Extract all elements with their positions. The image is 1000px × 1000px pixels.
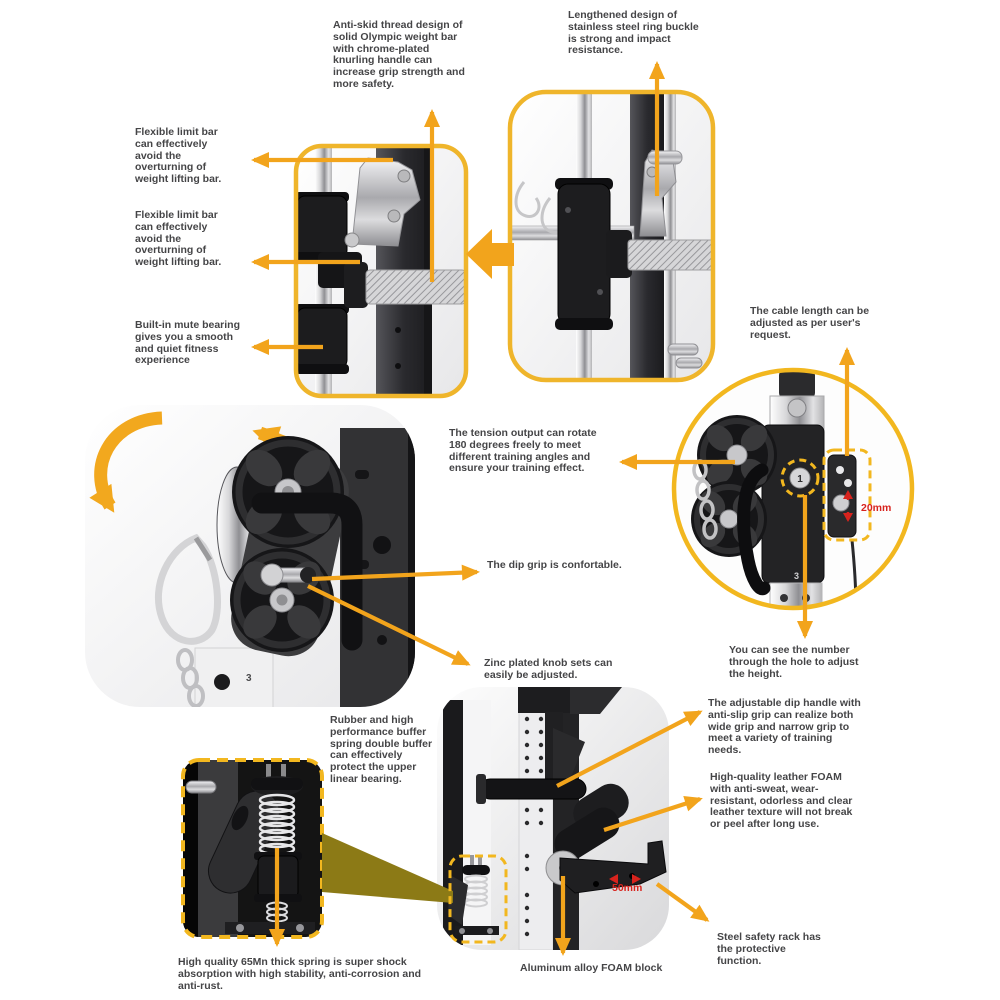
release-handle-icon — [737, 463, 771, 596]
annotation-anti-skid: Anti-skid thread design of solid Olympic… — [333, 19, 465, 90]
bar-collar-icon — [344, 262, 368, 308]
leader-arrows — [251, 61, 855, 956]
annotation-tension-output: The tension output can rotate 180 degree… — [449, 427, 597, 475]
dashed-highlight-mini-spring — [448, 854, 508, 944]
annotation-mute-bearing: Built-in mute bearing gives you a smooth… — [135, 319, 240, 367]
height-dial-knob — [789, 467, 811, 489]
chain-icon — [176, 648, 205, 707]
circle-panel-border — [671, 367, 915, 611]
panel-pulley-carriage: 3 — [85, 405, 415, 707]
carabiner-icon — [154, 533, 221, 645]
panel-dip-handle-rack — [437, 687, 669, 950]
dial-number-label: 1 — [797, 474, 803, 485]
leader-leather-foam — [603, 795, 703, 832]
mute-bearing-sleeve-icon — [296, 307, 348, 369]
annotation-safety-rack: Steel safety rack has the protective fun… — [717, 931, 821, 967]
annotation-dip-grip: The dip grip is confortable. — [487, 559, 622, 571]
knurled-bar-icon — [365, 269, 466, 305]
ring-buckle-clip-icon — [514, 181, 541, 218]
panel-shock-spring — [181, 758, 324, 939]
annotation-buffer-spring: Rubber and high performance buffer sprin… — [330, 714, 433, 785]
chain-icon — [692, 459, 718, 540]
adjustable-dip-handle-icon — [479, 778, 587, 800]
annotation-lengthened-buckle: Lengthened design of stainless steel rin… — [568, 9, 699, 57]
annotation-adjustable-dip: The adjustable dip handle with anti-slip… — [708, 697, 861, 756]
pulley-icon — [230, 548, 334, 652]
dip-grip-handle-icon — [251, 492, 363, 651]
block-arrow-left-icon — [466, 229, 514, 279]
knurled-bar-icon — [627, 239, 713, 271]
carriage-column-icon — [194, 647, 274, 707]
pulley-icon — [691, 481, 767, 557]
annotation-foam-block: Aluminum alloy FOAM block — [520, 962, 663, 974]
column-number-label: 3 — [794, 571, 799, 581]
measure-label-50mm: 50mm — [612, 882, 643, 894]
panel-bar-catch-closeup — [293, 143, 469, 399]
panel-cable-adjustment-circle: 3 — [671, 367, 915, 611]
column-number-label: 3 — [246, 673, 252, 684]
rotation-arrow-left-icon — [89, 411, 163, 513]
dashed-highlight-dial — [780, 458, 820, 498]
annotation-flexible-limit-1: Flexible limit bar can effectively avoid… — [135, 126, 222, 185]
annotation-spring-65mn: High quality 65Mn thick spring is super … — [178, 956, 422, 992]
zoom-cone — [322, 833, 453, 903]
leader-adjustable-dip — [556, 710, 703, 788]
leader-dip-grip — [311, 564, 480, 582]
pulley-icon — [232, 436, 344, 548]
annotation-number-hole: You can see the number through the hole … — [729, 644, 859, 680]
annotation-cable-length: The cable length can be adjusted as per … — [750, 305, 870, 341]
annotation-flexible-limit-2: Flexible limit bar can effectively avoid… — [135, 209, 222, 268]
peg-icon — [185, 780, 217, 794]
annotation-zinc-knob: Zinc plated knob sets can easily be adju… — [484, 657, 613, 681]
measure-label-20mm: 20mm — [861, 502, 892, 514]
mini-spring-assembly-icon — [448, 855, 499, 935]
leader-zinc-knob — [307, 584, 471, 666]
panel-bar-catch-wide — [507, 89, 716, 383]
annotation-leather-foam: High-quality leather FOAM with anti-swea… — [710, 771, 853, 830]
spring-icon — [258, 793, 296, 856]
bar-collar-icon — [606, 230, 632, 278]
leader-safety-rack — [655, 882, 710, 922]
